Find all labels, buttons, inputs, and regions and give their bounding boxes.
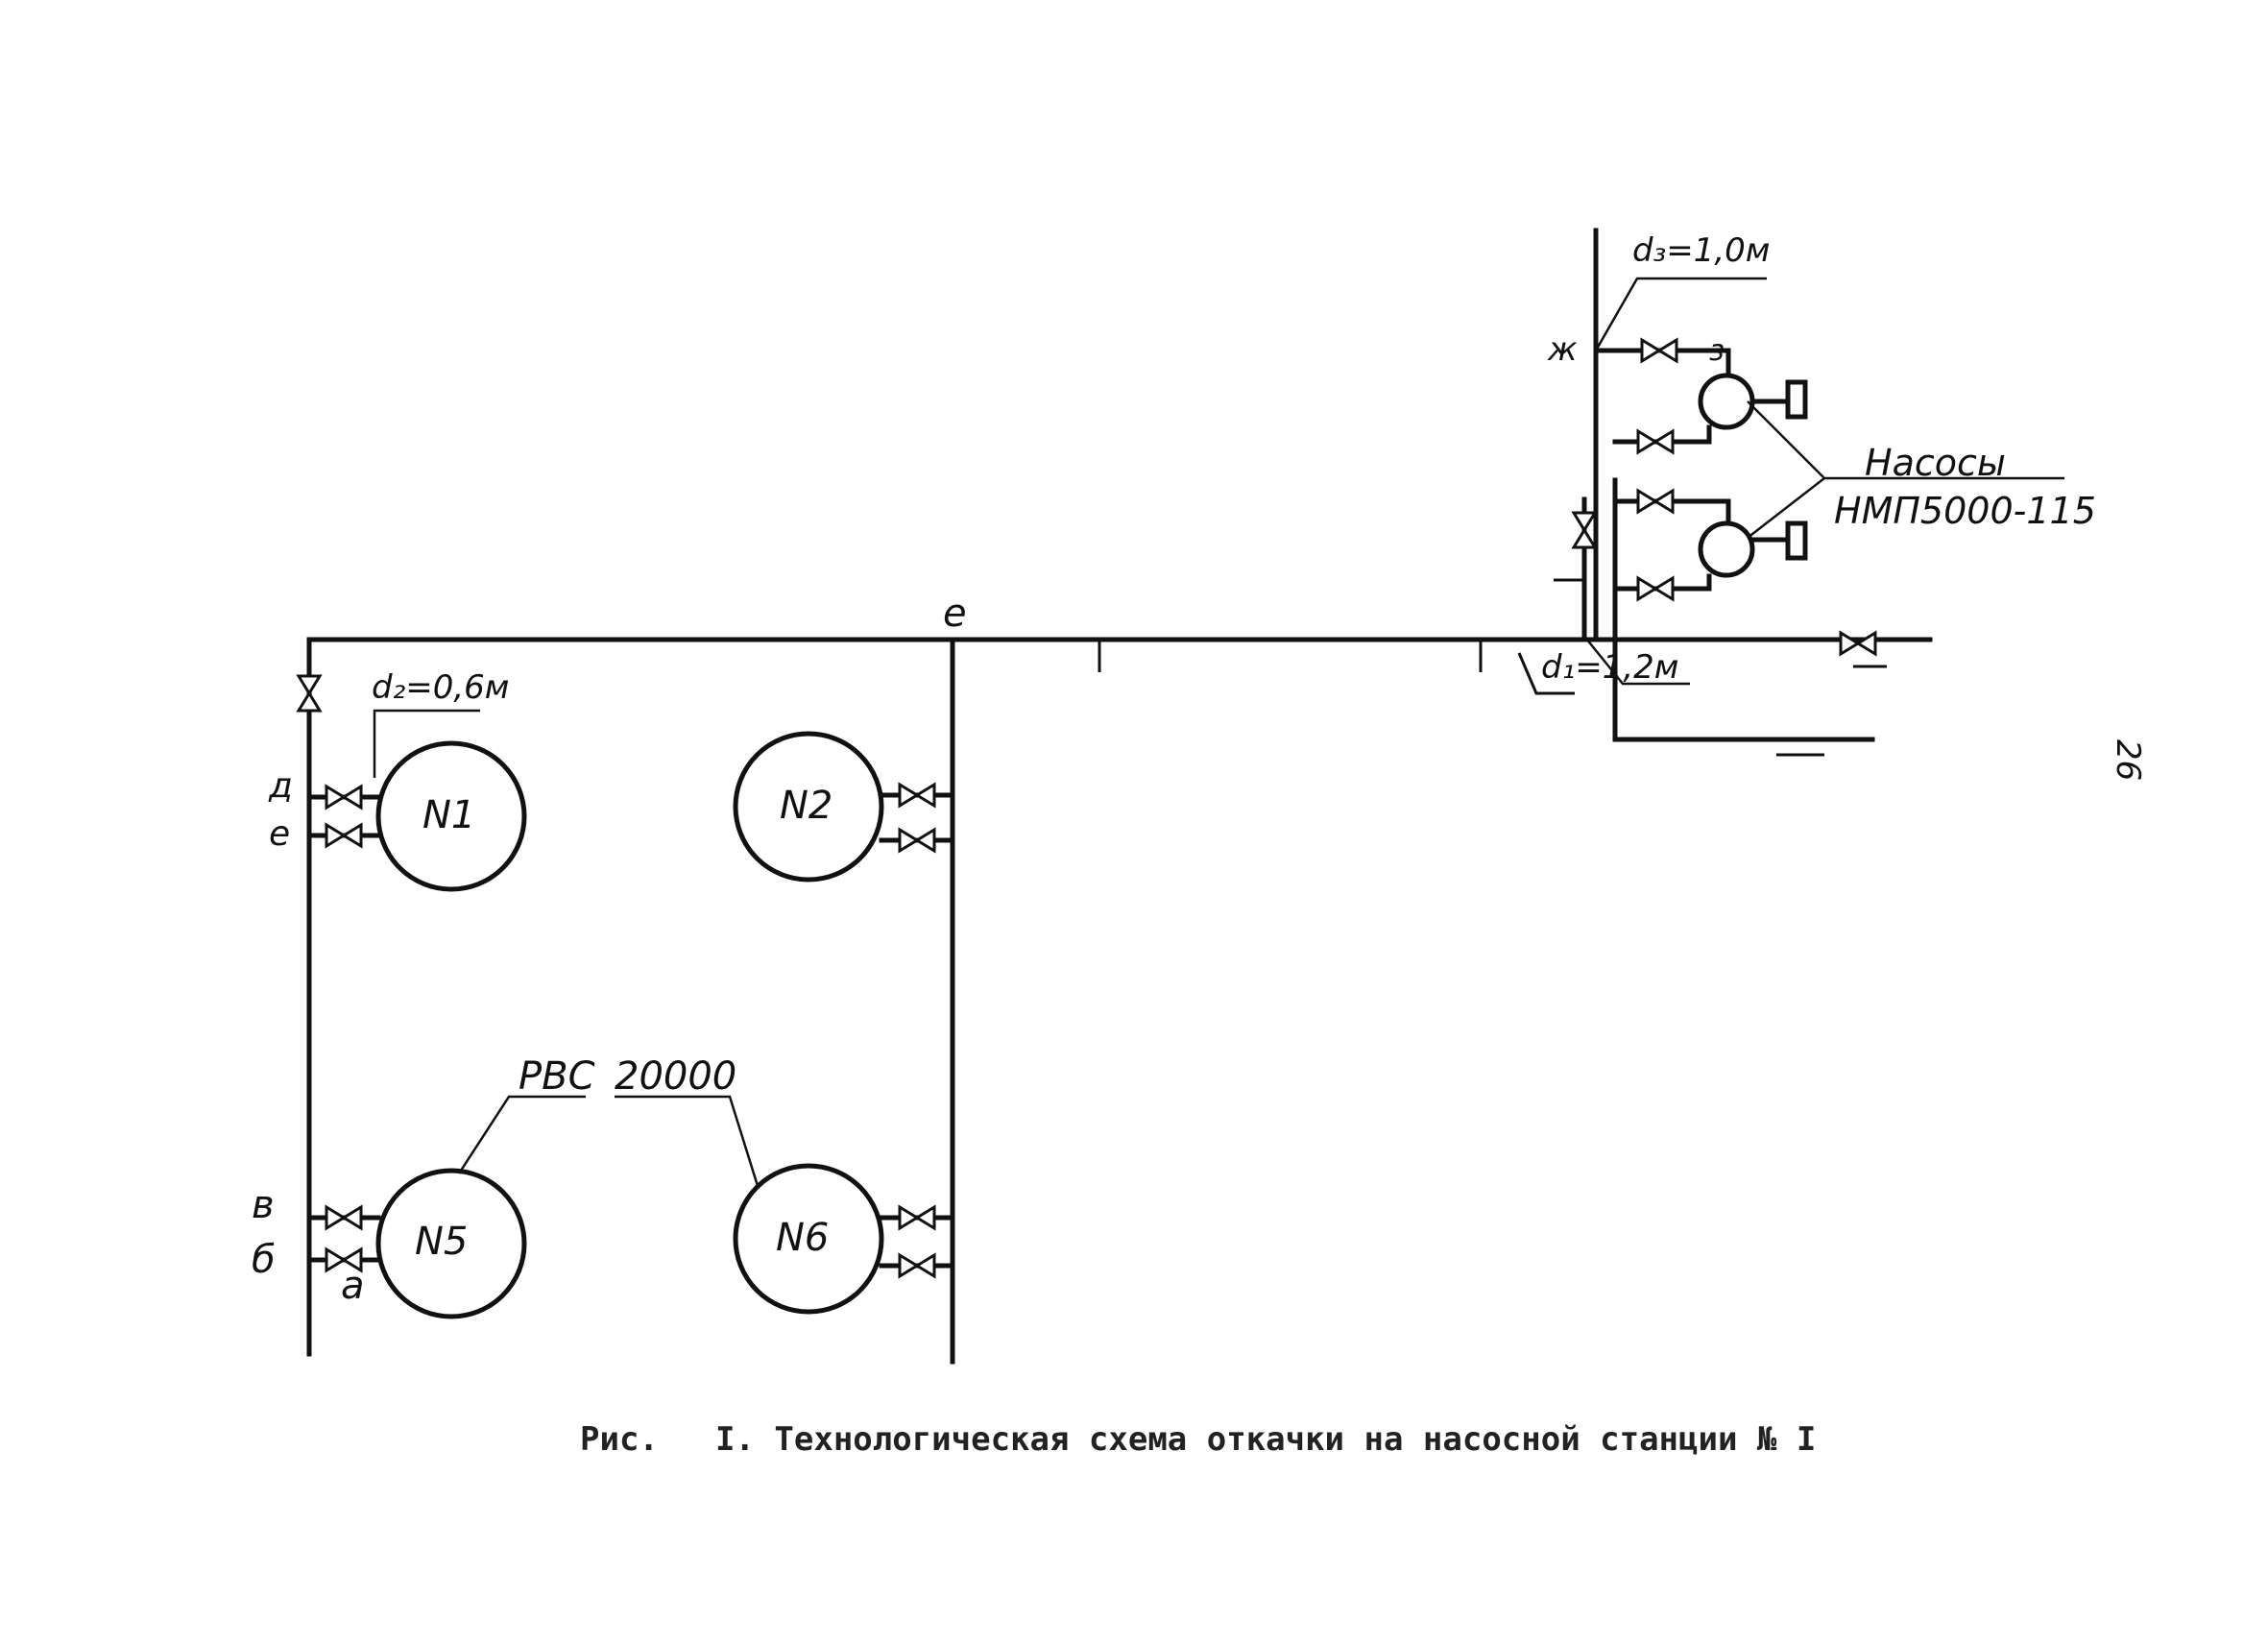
tank-n2 [733, 731, 955, 883]
node-b-label: б [252, 1238, 276, 1282]
main-node-label: е [943, 592, 967, 636]
tank-n5-label: N5 [415, 1220, 468, 1264]
labels: е d₂=0,6м d₁=1,2м d₃=1,0м ж з д е в б а … [252, 231, 2147, 1308]
figure-caption: Рис. I. Технологическая схема откачки на… [580, 1420, 1816, 1459]
pumps-model: НМП5000-115 [1834, 490, 2096, 532]
pumps-title: Насосы [1865, 442, 2006, 484]
d1-label: d₁=1,2м [1541, 648, 1678, 687]
d3-label: d₃=1,0м [1632, 231, 1770, 270]
node-z-label: з [1709, 334, 1725, 368]
leader-lines [373, 277, 2064, 1190]
tank-n5 [306, 1168, 527, 1319]
node-v-label: в [252, 1183, 275, 1227]
node-e-label: е [269, 814, 290, 854]
page-number: 26 [2109, 739, 2147, 781]
tank-type-label: РВС [519, 1054, 595, 1099]
left-riser [297, 637, 322, 1357]
tank-n2-label: N2 [780, 784, 832, 828]
tank-volume-label: 20000 [615, 1054, 736, 1099]
tank-n1-label: N1 [422, 793, 475, 837]
tank-n6-label: N6 [776, 1216, 829, 1260]
pump-station [1554, 228, 1933, 757]
node-d-label: д [268, 766, 293, 806]
tank-n6 [733, 1163, 955, 1315]
main-collector [306, 637, 1933, 695]
d-branch-label: d₂=0,6м [372, 668, 509, 707]
left-riser-valve [297, 674, 322, 713]
tank-n1 [306, 740, 527, 892]
caption-text: I. Технологическая схема откачки на насо… [715, 1420, 1816, 1459]
node-a-label: а [341, 1264, 365, 1308]
node-zh-label: ж [1547, 330, 1578, 369]
caption-prefix: Рис. [580, 1420, 659, 1459]
